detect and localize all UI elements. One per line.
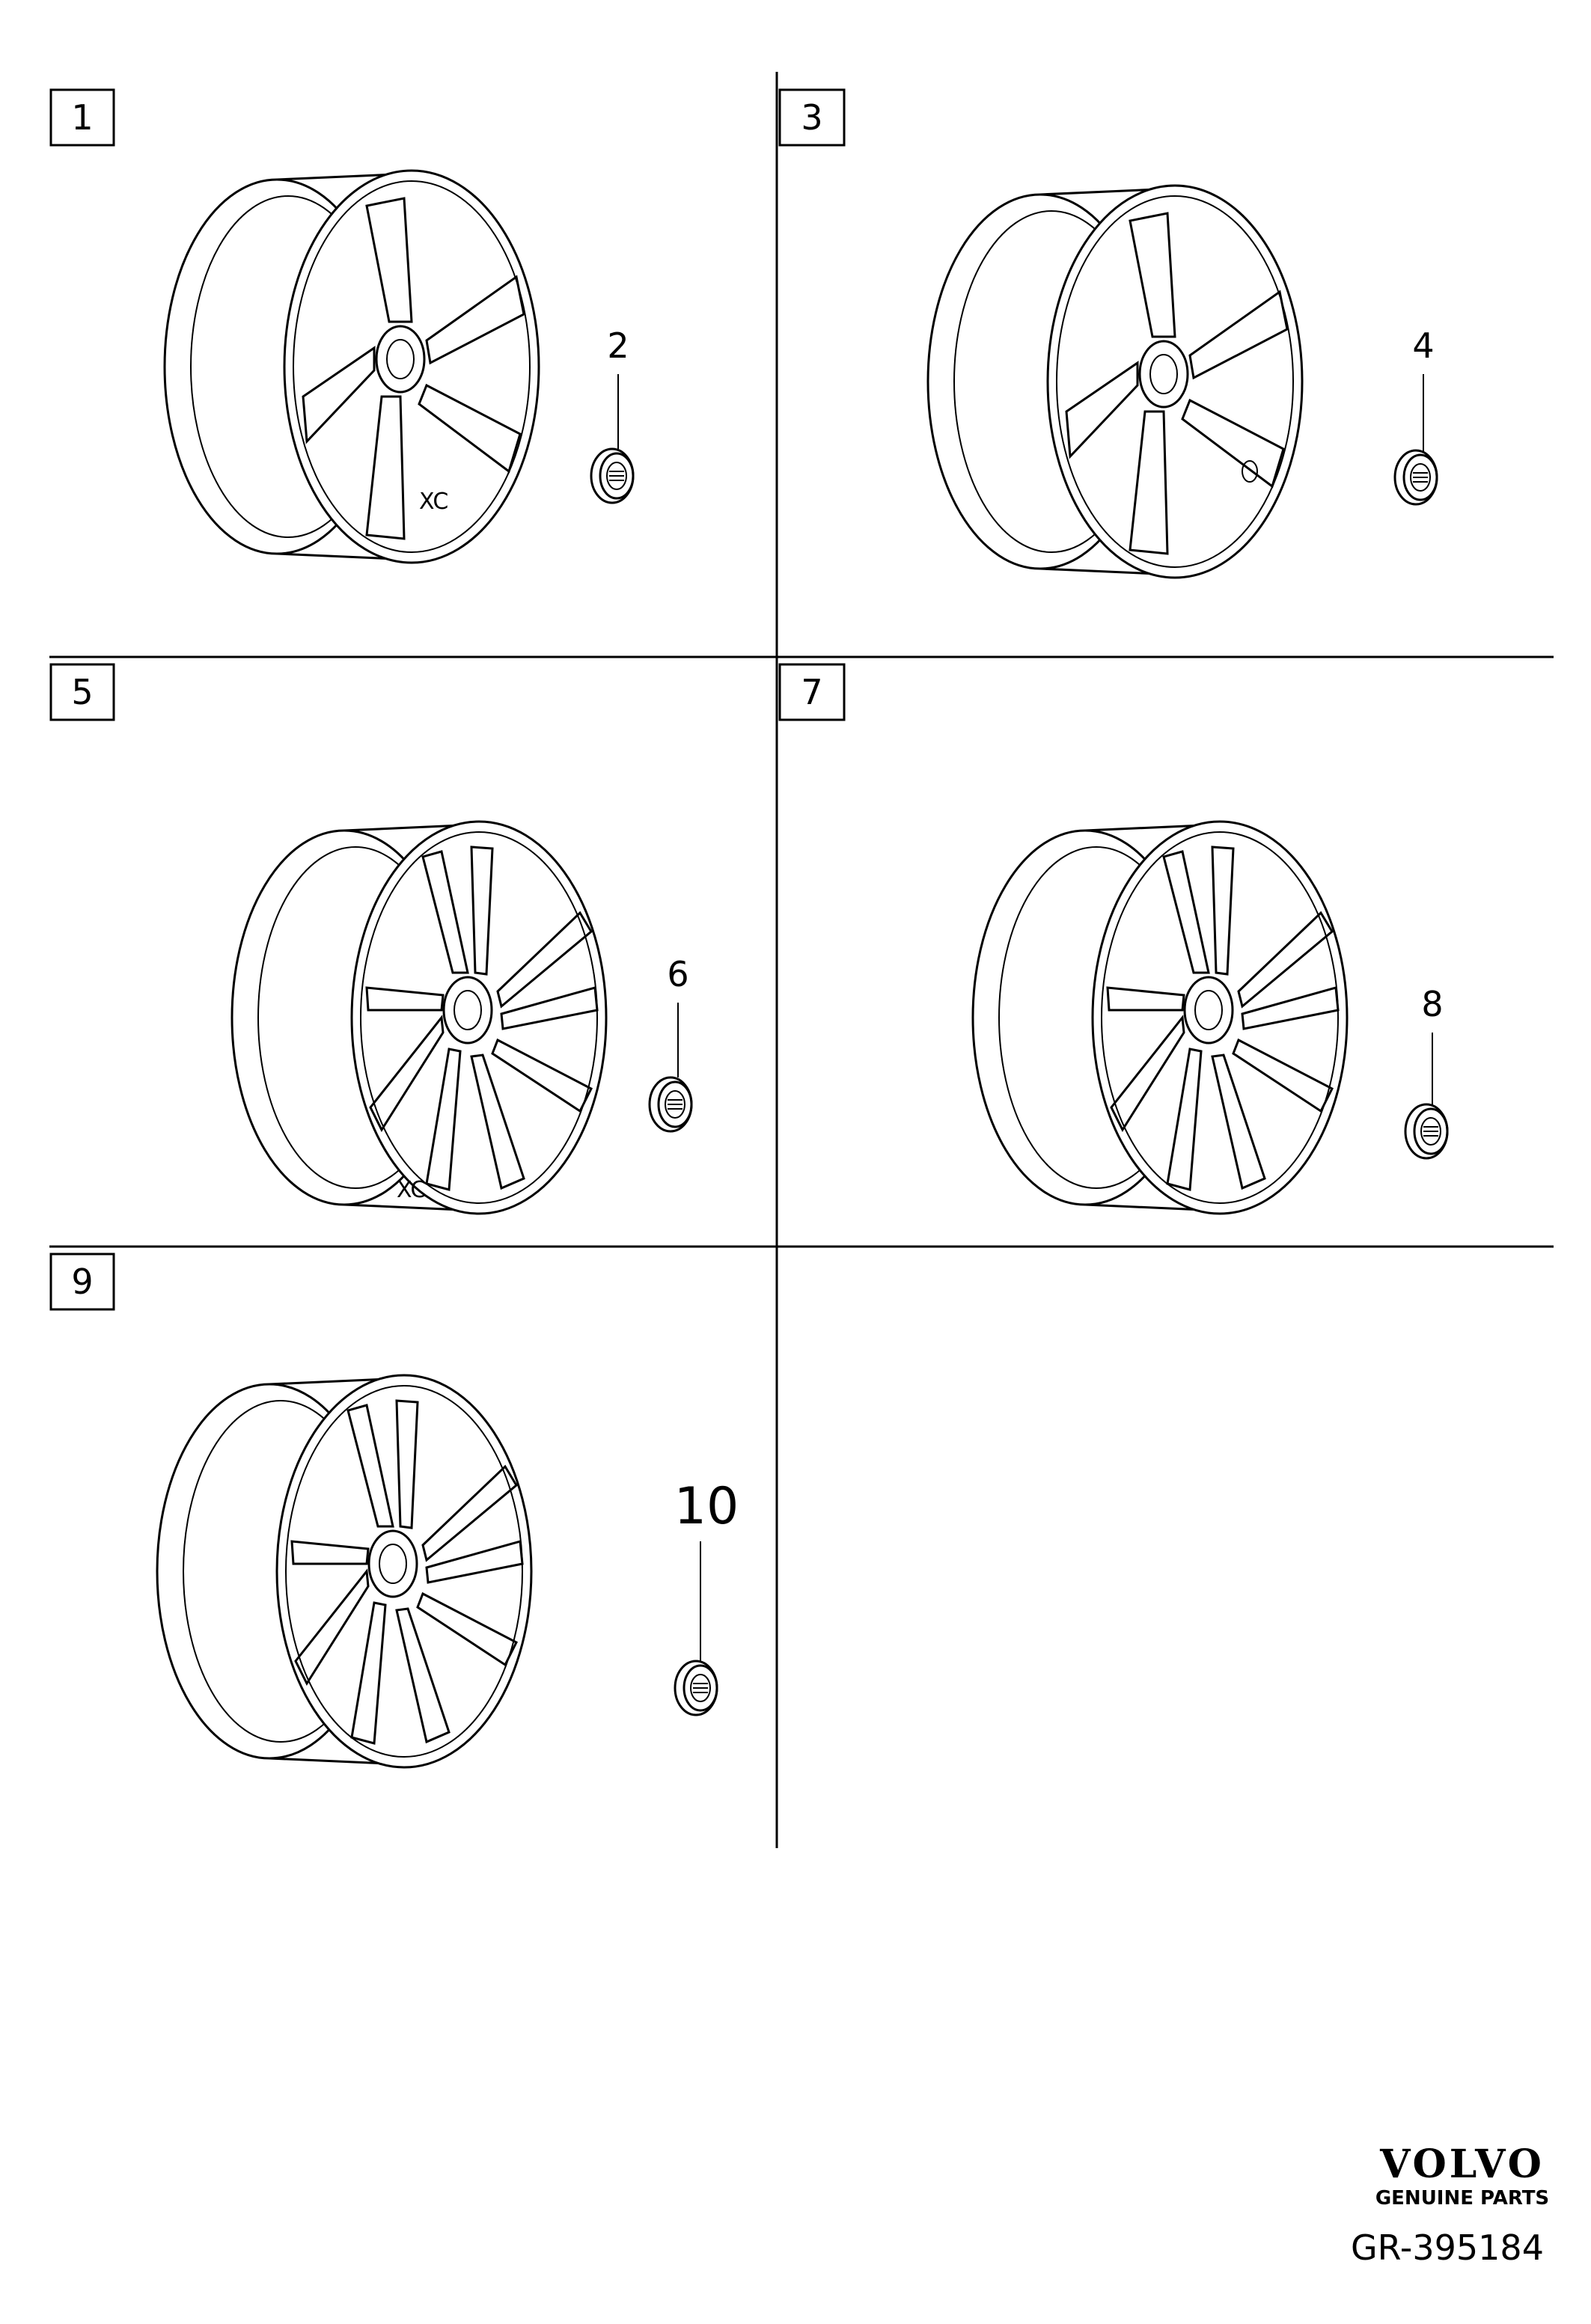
- panel-9-label-box: [49, 1253, 115, 1311]
- wheel-7: [971, 820, 1349, 1215]
- panel-9: 9 10: [49, 1253, 739, 1769]
- panel-5-label: 5: [71, 672, 93, 712]
- wheel-5: XC: [230, 820, 608, 1215]
- panel-1-label: 1: [71, 97, 93, 138]
- panel-5: 5 XC 6: [49, 663, 693, 1215]
- wheel-9: [156, 1374, 533, 1769]
- callout-10: 10: [674, 1477, 739, 1536]
- wheel-5-badge: XC: [397, 1177, 426, 1203]
- callout-2: 2: [607, 325, 629, 366]
- center-cap-8: [1404, 1103, 1449, 1160]
- center-cap-10: [674, 1660, 718, 1716]
- wheel-3: [926, 184, 1304, 579]
- callout-6: 6: [667, 954, 688, 994]
- panel-7: 7 8: [778, 663, 1449, 1215]
- panel-1-label-box: [49, 88, 115, 147]
- footer: VOLVO GENUINE PARTS GR-395184: [1351, 2141, 1549, 2268]
- center-cap-4: [1393, 449, 1438, 506]
- panel-3-label-box: [778, 88, 846, 147]
- brand-logo: VOLVO: [1379, 2141, 1545, 2187]
- callout-8: 8: [1421, 984, 1443, 1024]
- reference-code: GR-395184: [1351, 2227, 1544, 2268]
- panel-7-label-box: [778, 663, 846, 721]
- wheel-1-badge: XC: [419, 489, 448, 515]
- panel-3: 3 4: [778, 88, 1438, 579]
- panel-3-label: 3: [801, 97, 822, 138]
- callout-4: 4: [1412, 325, 1434, 366]
- panel-9-label: 9: [71, 1262, 93, 1302]
- panel-5-label-box: [49, 663, 115, 721]
- panel-1: 1 XC 2: [49, 88, 635, 564]
- wheel-1: XC: [163, 169, 540, 564]
- panel-7-label: 7: [801, 672, 822, 712]
- brand-subtitle: GENUINE PARTS: [1375, 2187, 1549, 2210]
- center-cap-2: [590, 447, 635, 504]
- center-cap-6: [648, 1076, 693, 1133]
